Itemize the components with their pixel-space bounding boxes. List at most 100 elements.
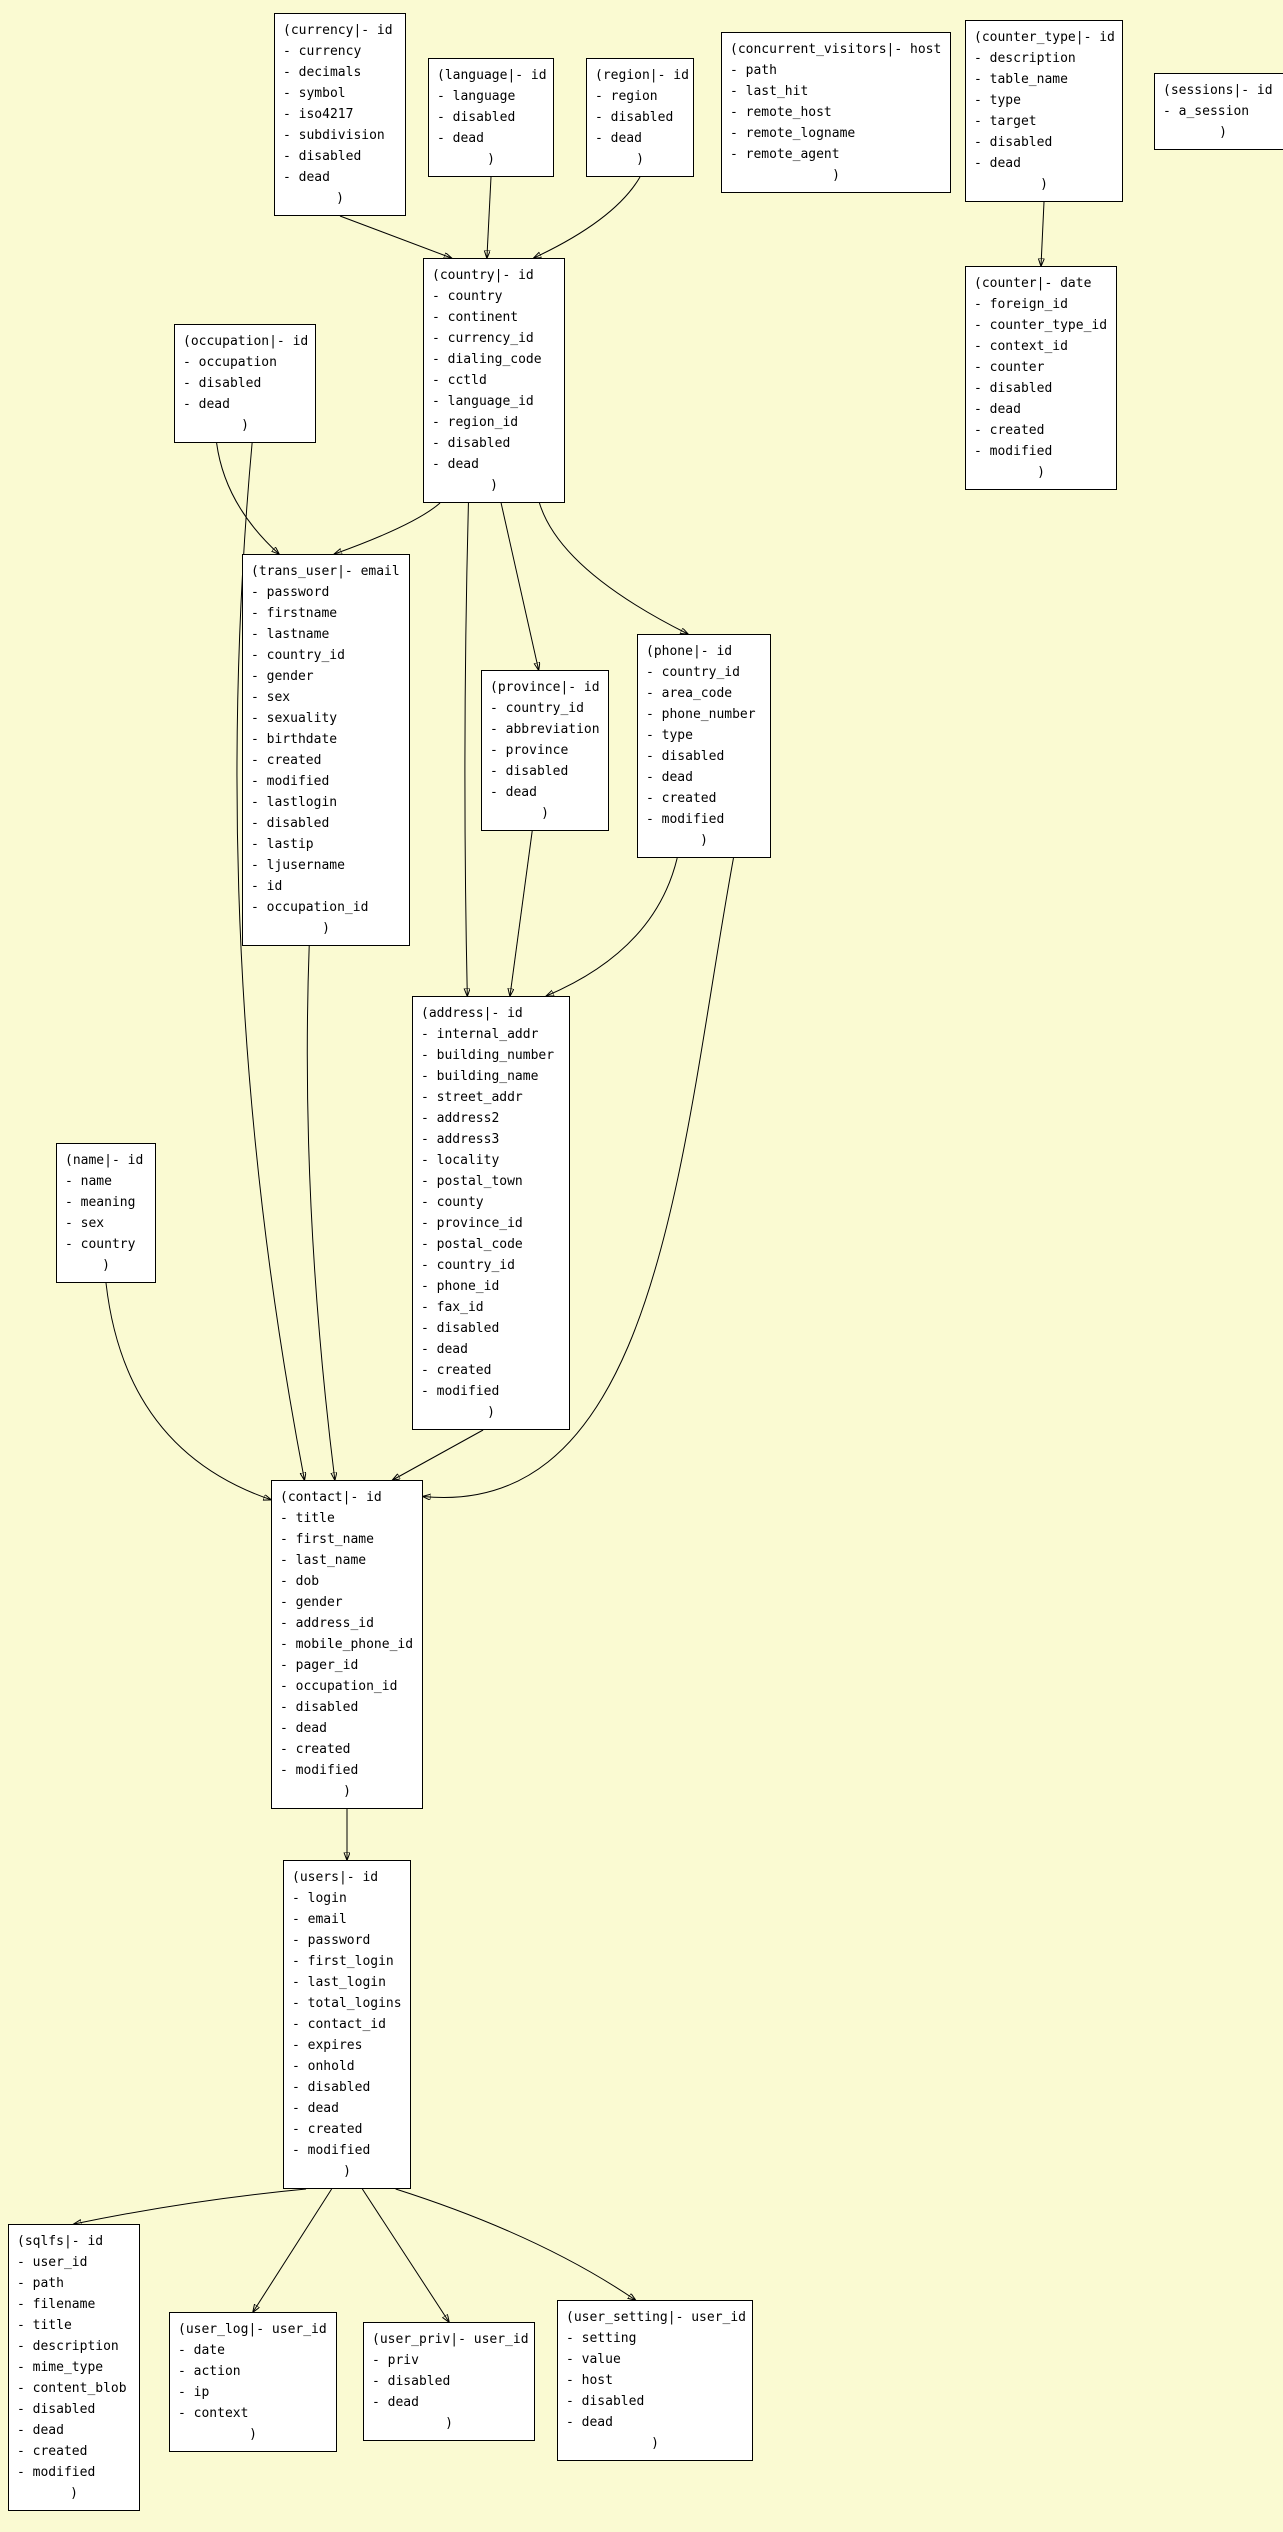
entity-field: - a_session [1163, 104, 1250, 119]
entity-field: - foreign_id [974, 297, 1068, 312]
relationship-edge-occupation-to-trans_user [216, 442, 279, 554]
entity-field: - created [646, 791, 717, 806]
entity-field: - disabled [283, 149, 362, 164]
entity-field: - modified [421, 1384, 500, 1399]
entity-field: - disabled [974, 381, 1053, 396]
entity-field: - building_number [421, 1048, 555, 1063]
entity-header: (user_log|- user_id [178, 2322, 327, 2337]
entity-header: (province|- id [490, 680, 600, 695]
entity-user_log: (user_log|- user_id- date- action- ip- c… [169, 2312, 337, 2452]
entity-field: - occupation_id [280, 1679, 398, 1694]
entity-province: (province|- id- country_id- abbreviation… [481, 670, 609, 831]
entity-field: - country [432, 289, 503, 304]
entity-field: - disabled [566, 2394, 645, 2409]
entity-header: (counter|- date [974, 276, 1092, 291]
entity-field: - gender [251, 669, 314, 684]
entity-field: - disabled [595, 110, 674, 125]
entity-field: - user_id [17, 2255, 88, 2270]
entity-field: - abbreviation [490, 722, 600, 737]
entity-field: - dead [566, 2415, 613, 2430]
entity-header: (sessions|- id [1163, 83, 1273, 98]
entity-footer: ) [636, 152, 644, 167]
entity-field: - dead [280, 1721, 327, 1736]
entity-field: - created [292, 2122, 363, 2137]
entity-trans_user: (trans_user|- email- password- firstname… [242, 554, 410, 946]
entity-field: - decimals [283, 65, 362, 80]
entity-user_priv: (user_priv|- user_id- priv- disabled- de… [363, 2322, 535, 2441]
relationship-edge-region-to-country [534, 176, 641, 258]
entity-field: - path [730, 63, 777, 78]
entity-field: - sexuality [251, 711, 338, 726]
entity-field: - contact_id [292, 2017, 386, 2032]
entity-header: (concurrent_visitors|- host [730, 42, 942, 57]
entity-field: - cctld [432, 373, 487, 388]
entity-field: - disabled [251, 816, 330, 831]
entity-field: - expires [292, 2038, 363, 2053]
entity-field: - dead [183, 397, 230, 412]
entity-field: - dialing_code [432, 352, 542, 367]
entity-header: (occupation|- id [183, 334, 309, 349]
entity-field: - currency [283, 44, 362, 59]
entity-field: - modified [974, 444, 1053, 459]
entity-field: - id [251, 879, 283, 894]
entity-footer: ) [343, 1784, 351, 1799]
entity-field: - mobile_phone_id [280, 1637, 414, 1652]
entity-field: - onhold [292, 2059, 355, 2074]
entity-field: - first_name [280, 1532, 374, 1547]
entity-field: - last_hit [730, 84, 809, 99]
entity-field: - address2 [421, 1111, 500, 1126]
entity-users: (users|- id- login- email- password- fir… [283, 1860, 411, 2189]
entity-sqlfs: (sqlfs|- id- user_id- path- filename- ti… [8, 2224, 140, 2511]
entity-field: - value [566, 2352, 621, 2367]
entity-header: (address|- id [421, 1006, 523, 1021]
entity-field: - counter [974, 360, 1045, 375]
entity-footer: ) [445, 2416, 453, 2431]
relationship-edge-phone-to-address [546, 857, 678, 996]
entity-field: - language_id [432, 394, 534, 409]
entity-field: - meaning [65, 1195, 136, 1210]
entity-field: - disabled [292, 2080, 371, 2095]
entity-field: - type [974, 93, 1021, 108]
entity-footer: ) [541, 806, 549, 821]
entity-field: - modified [251, 774, 330, 789]
entity-field: - dead [432, 457, 479, 472]
entity-header: (currency|- id [283, 23, 393, 38]
entity-footer: ) [102, 1258, 110, 1273]
entity-field: - priv [372, 2353, 419, 2368]
entity-footer: ) [70, 2486, 78, 2501]
entity-field: - dead [437, 131, 484, 146]
relationship-edge-country-to-province [500, 502, 538, 670]
entity-field: - action [178, 2364, 241, 2379]
relationship-edge-phone-to-contact [423, 857, 734, 1498]
entity-field: - total_logins [292, 1996, 402, 2011]
entity-header: (user_setting|- user_id [566, 2310, 747, 2325]
entity-field: - disabled [432, 436, 511, 451]
relationship-edge-users-to-sqlfs [74, 2188, 307, 2224]
entity-field: - modified [292, 2143, 371, 2158]
relationship-edge-users-to-user_setting [395, 2188, 636, 2300]
entity-name: (name|- id- name- meaning- sex- country) [56, 1143, 156, 1283]
entity-field: - context_id [974, 339, 1068, 354]
entity-field: - path [17, 2276, 64, 2291]
entity-footer: ) [249, 2427, 257, 2442]
entity-header: (user_priv|- user_id [372, 2332, 529, 2347]
entity-field: - target [974, 114, 1037, 129]
entity-concurrent_visitors: (concurrent_visitors|- host - path - last_… [721, 32, 951, 193]
entity-occupation: (occupation|- id- occupation- disabled- … [174, 324, 316, 443]
entity-field: - postal_town [421, 1174, 523, 1189]
entity-footer: ) [343, 2164, 351, 2179]
entity-field: - country_id [646, 665, 740, 680]
entity-sessions: (sessions|- id- a_session) [1154, 73, 1283, 150]
entity-counter_type: (counter_type|- id- description- table_n… [965, 20, 1123, 202]
entity-field: - symbol [283, 86, 346, 101]
entity-field: - area_code [646, 686, 733, 701]
entity-field: - sex [65, 1216, 105, 1231]
entity-field: - internal_addr [421, 1027, 539, 1042]
relationship-edge-country-to-phone [538, 502, 687, 634]
entity-field: - occupation [183, 355, 277, 370]
entity-field: - email [292, 1912, 347, 1927]
entity-footer: ) [1037, 465, 1045, 480]
entity-field: - fax_id [421, 1300, 484, 1315]
entity-field: - name [65, 1174, 112, 1189]
entity-field: - postal_code [421, 1237, 523, 1252]
